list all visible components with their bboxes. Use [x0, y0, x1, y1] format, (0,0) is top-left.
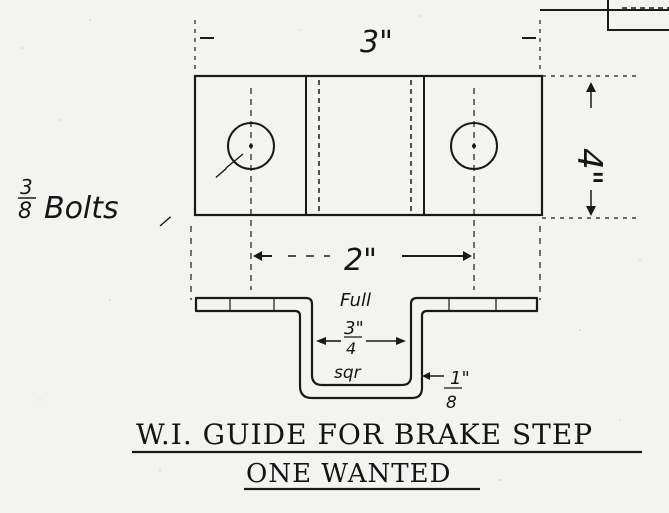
title-line-2: ONE WANTED: [246, 459, 451, 489]
bolt-size-label: 3 8 Bolts: [18, 175, 119, 226]
thickness-denominator: 8: [446, 393, 457, 413]
square-label: sqr: [334, 363, 362, 383]
full-label: Full: [340, 290, 371, 311]
height-dimension: 4": [542, 75, 640, 219]
channel-width-denominator: 4: [346, 339, 356, 358]
width-dimension-label: 3": [360, 25, 393, 60]
bolt-hole-left: [227, 88, 275, 290]
thickness-numerator: 1": [450, 368, 470, 389]
width-dimension: 3": [194, 20, 541, 70]
height-dimension-label: 4": [569, 148, 609, 185]
channel-dimension: Full 3" 4 sqr: [316, 290, 406, 383]
bolt-hole-right: [450, 88, 498, 290]
bolt-fraction-numerator: 3: [20, 175, 33, 199]
partial-frame-top-right: [540, 0, 669, 31]
elevation-profile: [194, 296, 539, 400]
paper-speckle: [21, 15, 641, 481]
bolt-fraction-denominator: 8: [18, 199, 32, 224]
bolt-spacing-label: 2": [344, 243, 377, 278]
bolt-spacing-dimension: 2": [190, 226, 541, 300]
title-line-1: W.I. GUIDE FOR BRAKE STEP: [136, 418, 593, 451]
thickness-dimension: 1" 8: [422, 368, 470, 413]
bolt-label-text: Bolts: [44, 191, 119, 226]
plan-view-plate: [193, 74, 544, 217]
title-block: W.I. GUIDE FOR BRAKE STEP ONE WANTED: [132, 418, 642, 491]
channel-width-numerator: 3": [344, 318, 364, 339]
